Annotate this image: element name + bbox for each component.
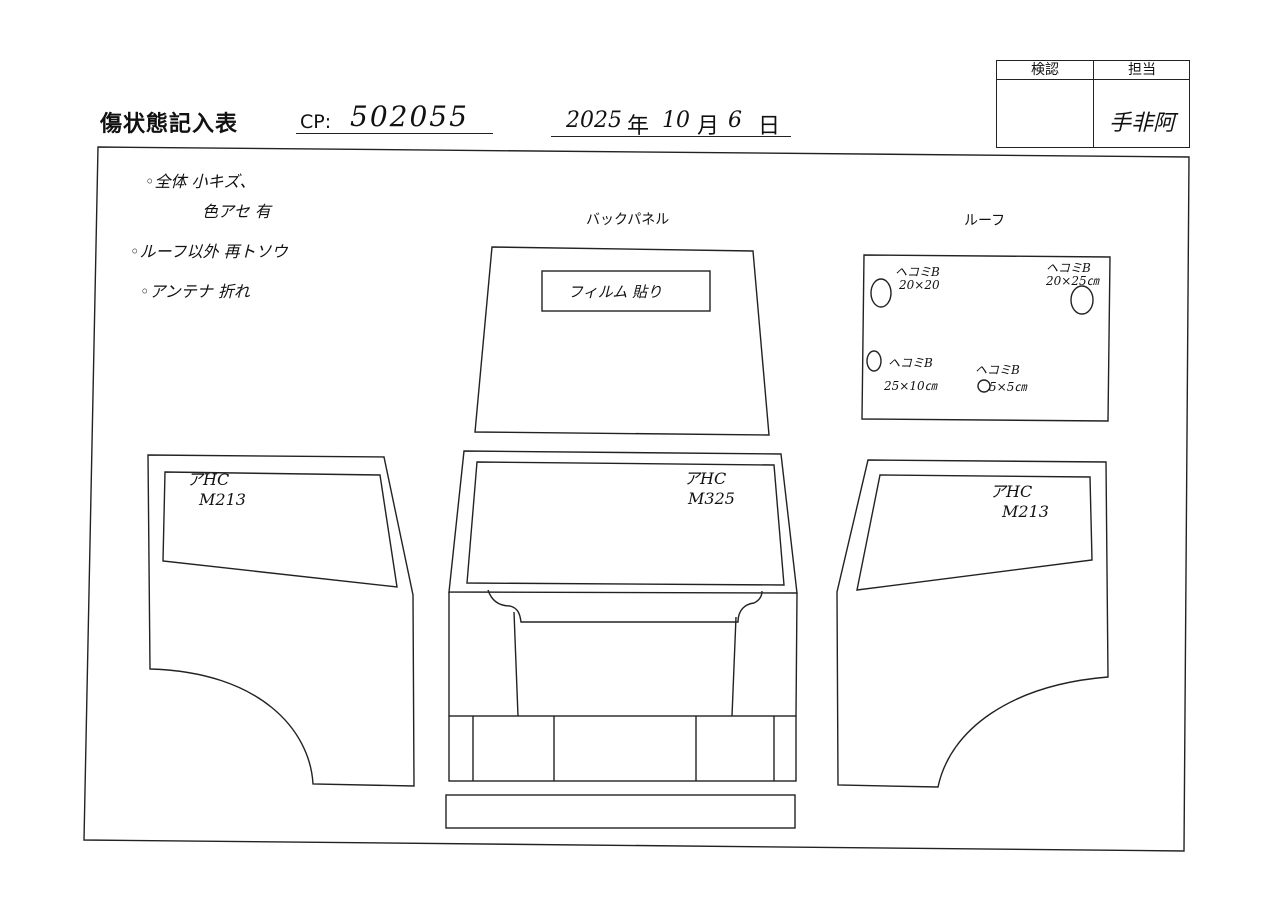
right-side-label-line2: M213 bbox=[1002, 502, 1049, 521]
back-panel-note: フィルム 貼り bbox=[568, 283, 663, 301]
roof-mark-3: ヘコミB 25×10㎝ bbox=[884, 357, 937, 393]
back-panel-label: バックパネル bbox=[586, 212, 670, 228]
inspection-label: 検認 bbox=[1031, 62, 1059, 78]
roof-mark-4-type: ヘコミB bbox=[975, 363, 1020, 377]
roof-dent-marker bbox=[977, 379, 991, 393]
roof-mark-4: ヘコミB 5×5㎝ bbox=[975, 364, 1026, 394]
roof-mark-1-size: 20×20 bbox=[899, 278, 940, 292]
page-title: 傷状態記入表 bbox=[100, 112, 239, 137]
roof-dent-marker bbox=[1070, 285, 1094, 315]
cp-label: CP: bbox=[300, 111, 332, 133]
date-year[interactable]: 2025 bbox=[566, 108, 622, 133]
cp-underline bbox=[296, 133, 493, 134]
date-day-unit: 日 bbox=[758, 114, 781, 139]
approval-divider-vertical bbox=[1093, 61, 1094, 147]
roof-dent-marker bbox=[870, 278, 892, 308]
right-side-window bbox=[856, 474, 1093, 591]
rear-door-outline bbox=[513, 611, 737, 717]
right-side-label: アHC M213 bbox=[990, 482, 1049, 522]
left-side-panel bbox=[147, 454, 415, 787]
right-side-label-line1: アHC bbox=[990, 482, 1033, 501]
roof-mark-1: ヘコミB 20×20 bbox=[895, 266, 940, 292]
roof-mark-2-size: 20×25㎝ bbox=[1046, 274, 1099, 288]
note-line-1a: ◦全体 小キズ、 bbox=[145, 172, 256, 191]
diagram-frame bbox=[83, 146, 1190, 852]
date-day[interactable]: 6 bbox=[728, 108, 742, 133]
roof-mark-1-type: ヘコミB bbox=[895, 265, 940, 279]
cp-value[interactable]: 502055 bbox=[350, 100, 469, 133]
rear-bumper bbox=[448, 715, 797, 782]
note-line-1b: 色アセ 有 bbox=[202, 202, 271, 221]
roof-dent-marker bbox=[866, 350, 882, 372]
roof-outline bbox=[861, 254, 1111, 422]
right-side-panel bbox=[836, 459, 1109, 788]
note-line-3: ◦アンテナ 折れ bbox=[140, 282, 250, 301]
note-line-2: ◦ルーフ以外 再トソウ bbox=[130, 242, 288, 261]
left-side-label-line1: アHC bbox=[187, 470, 230, 489]
date-year-unit: 年 bbox=[627, 114, 650, 139]
person-label: 担当 bbox=[1128, 62, 1156, 78]
date-month[interactable]: 10 bbox=[662, 108, 690, 133]
rear-window bbox=[466, 461, 785, 586]
roof-mark-3-type: ヘコミB bbox=[888, 356, 933, 370]
rear-step-outline bbox=[487, 589, 763, 623]
lower-strip bbox=[445, 794, 796, 829]
person-signature[interactable]: 手非阿 bbox=[1108, 111, 1175, 136]
rear-lower-outline bbox=[448, 592, 798, 717]
date-underline bbox=[551, 136, 791, 137]
left-side-label-line2: M213 bbox=[199, 490, 246, 509]
center-label-line1: アHC bbox=[684, 469, 727, 488]
roof-label: ルーフ bbox=[964, 213, 1006, 229]
roof-mark-2-type: ヘコミB bbox=[1046, 261, 1091, 275]
rear-upper-outline bbox=[448, 450, 798, 594]
bumper-divisions bbox=[472, 716, 775, 781]
left-side-window bbox=[162, 471, 398, 588]
roof-mark-4-size: 5×5㎝ bbox=[989, 380, 1027, 394]
approval-box: 検認 担当 手非阿 bbox=[996, 60, 1190, 148]
approval-divider-horizontal bbox=[997, 79, 1189, 80]
roof-mark-2: ヘコミB 20×25㎝ bbox=[1046, 262, 1099, 288]
date-month-unit: 月 bbox=[697, 114, 720, 139]
left-side-label: アHC M213 bbox=[187, 470, 246, 510]
back-panel-outline bbox=[474, 246, 770, 436]
center-label-line2: M325 bbox=[688, 489, 735, 508]
roof-mark-3-size: 25×10㎝ bbox=[884, 379, 937, 393]
back-panel-film-box bbox=[541, 270, 711, 312]
center-label: アHC M325 bbox=[684, 469, 735, 509]
